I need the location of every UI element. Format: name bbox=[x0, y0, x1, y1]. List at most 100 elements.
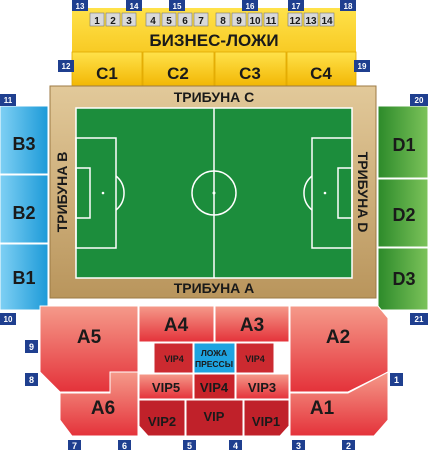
south-sectors: A5 A4 A3 A2 A6 A1 VIP4 ЛОЖА ПРЕССЫ VIP4 … bbox=[39, 305, 389, 437]
gate-21[interactable] bbox=[410, 313, 428, 325]
business-box-label: 8 bbox=[220, 16, 226, 27]
business-box-label: 3 bbox=[126, 16, 132, 27]
gate-13[interactable] bbox=[72, 0, 88, 11]
sector-b1[interactable] bbox=[0, 243, 49, 311]
sector-vip4-center-label: VIP4 bbox=[200, 380, 229, 395]
press-box-label-line1: ЛОЖА bbox=[201, 348, 227, 358]
sector-b1-label: B1 bbox=[12, 268, 35, 288]
business-box-14[interactable] bbox=[319, 12, 335, 27]
business-box-3[interactable] bbox=[121, 12, 137, 27]
business-box-1[interactable] bbox=[89, 12, 105, 27]
sector-c3[interactable] bbox=[214, 51, 287, 87]
gate-6[interactable] bbox=[118, 440, 131, 450]
sector-vip-label: VIP bbox=[204, 409, 225, 424]
gate-5[interactable] bbox=[183, 440, 196, 450]
gate-19[interactable] bbox=[354, 60, 370, 72]
gate-15[interactable] bbox=[169, 0, 185, 11]
gate-20[interactable] bbox=[410, 94, 428, 106]
gate-10[interactable] bbox=[0, 313, 16, 325]
east-sectors: D1 D2 D3 bbox=[377, 105, 428, 311]
gate-4[interactable] bbox=[229, 440, 242, 450]
gate-2-label: 2 bbox=[346, 441, 351, 450]
business-boxes-title: БИЗНЕС-ЛОЖИ bbox=[149, 31, 278, 50]
stand-b-label: ТРИБУНА B bbox=[54, 152, 70, 233]
business-box-label: 6 bbox=[182, 16, 188, 27]
sector-a1-label: A1 bbox=[310, 398, 335, 419]
sector-d2[interactable] bbox=[377, 178, 428, 248]
sector-c2[interactable] bbox=[142, 51, 215, 87]
gate-4-label: 4 bbox=[233, 441, 238, 450]
sector-c4-label: C4 bbox=[310, 64, 332, 83]
football-pitch bbox=[75, 107, 353, 279]
business-box-7[interactable] bbox=[193, 12, 209, 27]
gate-1[interactable] bbox=[390, 373, 403, 386]
press-box[interactable] bbox=[193, 342, 236, 374]
sector-b3[interactable] bbox=[0, 105, 49, 175]
gate-15-label: 15 bbox=[173, 2, 182, 11]
sector-vip5[interactable] bbox=[138, 373, 194, 400]
box-row: 1 2 3 4 5 6 7 8 9 10 11 12 13 14 bbox=[89, 12, 335, 27]
sector-vip4-left[interactable] bbox=[153, 342, 194, 374]
sector-a4[interactable] bbox=[138, 305, 215, 343]
stand-a-label: ТРИБУНА A bbox=[174, 280, 255, 296]
gate-16-label: 16 bbox=[246, 2, 255, 11]
business-box-12[interactable] bbox=[287, 12, 303, 27]
business-box-label: 11 bbox=[266, 16, 277, 27]
sector-vip4-center[interactable] bbox=[193, 373, 236, 400]
gate-17[interactable] bbox=[288, 0, 304, 11]
sector-a1[interactable] bbox=[289, 371, 389, 437]
sector-c2-label: C2 bbox=[167, 64, 189, 83]
gate-9-label: 9 bbox=[29, 342, 34, 352]
sector-vip4-right[interactable] bbox=[235, 342, 275, 374]
sector-vip1[interactable] bbox=[243, 399, 290, 437]
sector-a3[interactable] bbox=[214, 305, 290, 343]
sector-d3[interactable] bbox=[377, 247, 428, 311]
gate-11[interactable] bbox=[0, 94, 16, 106]
sector-vip2[interactable] bbox=[138, 399, 186, 437]
gate-18[interactable] bbox=[340, 0, 356, 11]
business-box-13[interactable] bbox=[303, 12, 319, 27]
gate-16[interactable] bbox=[242, 0, 258, 11]
business-box-5[interactable] bbox=[161, 12, 177, 27]
business-box-label: 12 bbox=[289, 16, 301, 27]
gate-14[interactable] bbox=[126, 0, 142, 11]
sector-vip4-left-label: VIP4 bbox=[164, 354, 184, 364]
sector-d3-label: D3 bbox=[392, 269, 415, 289]
gate-20-label: 20 bbox=[415, 96, 424, 105]
gate-3[interactable] bbox=[292, 440, 305, 450]
business-box-9[interactable] bbox=[231, 12, 247, 27]
stand-d-label: ТРИБУНА D bbox=[355, 152, 371, 233]
sector-a4-label: A4 bbox=[164, 315, 189, 336]
sector-c1-label: C1 bbox=[96, 64, 118, 83]
sector-a6[interactable] bbox=[59, 371, 139, 437]
gate-13-label: 13 bbox=[76, 2, 85, 11]
gate-14-label: 14 bbox=[130, 2, 139, 11]
business-box-8[interactable] bbox=[215, 12, 231, 27]
sector-vip3[interactable] bbox=[235, 373, 290, 400]
gate-9[interactable] bbox=[25, 340, 38, 353]
sector-c4[interactable] bbox=[286, 51, 357, 87]
gate-19-label: 19 bbox=[358, 62, 367, 71]
sector-b2[interactable] bbox=[0, 174, 49, 244]
business-box-6[interactable] bbox=[177, 12, 193, 27]
business-box-11[interactable] bbox=[263, 12, 279, 27]
sector-d2-label: D2 bbox=[392, 205, 415, 225]
sector-a2[interactable] bbox=[289, 305, 389, 393]
sector-vip1-label: VIP1 bbox=[252, 414, 280, 429]
business-box-4[interactable] bbox=[145, 12, 161, 27]
business-box-label: 2 bbox=[110, 16, 116, 27]
gate-7-label: 7 bbox=[72, 441, 77, 450]
sector-a5-label: A5 bbox=[77, 327, 102, 348]
gate-2[interactable] bbox=[342, 440, 355, 450]
sector-c1[interactable] bbox=[71, 51, 143, 87]
business-box-2[interactable] bbox=[105, 12, 121, 27]
business-box-10[interactable] bbox=[247, 12, 263, 27]
sector-vip[interactable] bbox=[185, 399, 244, 437]
sector-d1[interactable] bbox=[377, 105, 428, 179]
gate-8[interactable] bbox=[25, 373, 38, 386]
gate-12[interactable] bbox=[58, 60, 74, 72]
stand-c-label: ТРИБУНА C bbox=[174, 89, 255, 105]
gate-7[interactable] bbox=[68, 440, 81, 450]
